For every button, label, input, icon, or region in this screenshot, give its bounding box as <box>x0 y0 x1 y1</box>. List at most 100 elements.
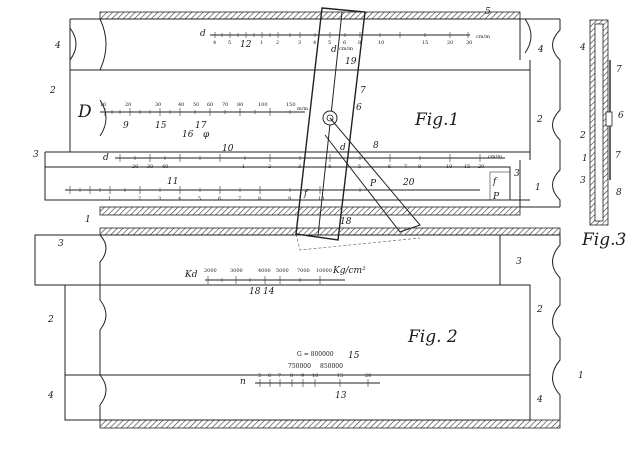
svg-text:6: 6 <box>268 373 271 379</box>
svg-text:5: 5 <box>328 40 331 46</box>
svg-text:2: 2 <box>276 40 279 46</box>
fig1-D-scale-ticks <box>104 108 291 116</box>
fig1-ref-10: 10 <box>222 144 234 154</box>
svg-text:30: 30 <box>466 40 472 46</box>
fig3-knob <box>605 111 613 127</box>
figure-2: Fig. 2 3 2 4 1 2 3 4 13 14 15 18 Kd 2000… <box>34 227 584 429</box>
fig2-kd-unit: Kg/cm² <box>332 266 366 276</box>
fig2-right-scallops <box>552 235 561 420</box>
fig1-letter-phi: φ <box>203 130 210 140</box>
fig2-kd-scale-ticks <box>207 276 321 284</box>
fig1-dashed-guide <box>295 233 421 251</box>
fig2-n-scale-labels: 5 6 7 8 9 10 15 20 <box>258 373 371 379</box>
fig1-ref-18: 18 <box>340 217 352 227</box>
figure-1: Fig.1 4 2 3 1 5 4 2 3 1 6 7 8 9 10 11 12… <box>33 7 561 251</box>
figure-3: Fig.3 4 7 6 2 1 7 3 8 <box>579 19 626 250</box>
fig2-ref-18: 18 <box>249 287 261 297</box>
svg-text:5: 5 <box>198 196 201 202</box>
fig1-ref-7: 7 <box>360 86 366 96</box>
svg-text:40: 40 <box>162 164 168 170</box>
fig1-ref-2-right: 2 <box>536 115 543 125</box>
svg-text:15: 15 <box>422 40 428 46</box>
svg-text:4000: 4000 <box>258 268 271 274</box>
svg-text:1: 1 <box>242 164 245 170</box>
fig1-ref-9: 9 <box>123 121 129 131</box>
fig1-lower-slide-bar <box>44 166 511 201</box>
svg-text:4: 4 <box>178 196 181 202</box>
fig1-ref-3-right: 3 <box>514 169 520 179</box>
fig1-right-scallops <box>552 19 561 207</box>
svg-text:8: 8 <box>290 373 293 379</box>
svg-text:40: 40 <box>178 102 184 108</box>
svg-text:7000: 7000 <box>297 268 310 274</box>
fig2-top-hatched-rail <box>99 227 561 236</box>
fig1-letter-fs-left: f <box>303 189 309 199</box>
fig1-ref-15: 15 <box>155 121 167 131</box>
fig1-letter-d-cursor2: d <box>340 143 346 153</box>
fig3-ref-1: 1 <box>582 154 588 164</box>
fig1-mid-scale-ticks <box>119 154 481 162</box>
svg-text:2: 2 <box>268 164 271 170</box>
fig2-ref-13: 13 <box>335 391 347 401</box>
fig2-left-scallops <box>99 234 107 420</box>
fig3-inner-strip <box>594 23 604 222</box>
svg-text:3: 3 <box>298 164 301 170</box>
svg-text:2000: 2000 <box>204 268 217 274</box>
fig3-ref-3: 3 <box>580 176 586 186</box>
fig1-ref-5: 5 <box>485 7 491 17</box>
fig2-n-label: n <box>240 377 246 387</box>
fig3-ref-2: 2 <box>579 131 586 141</box>
fig3-ref-8: 8 <box>616 188 622 198</box>
fig2-lower-slide <box>64 374 531 421</box>
fig1-left-scallop-body <box>99 99 107 137</box>
svg-text:5: 5 <box>358 164 361 170</box>
svg-text:1: 1 <box>108 196 111 202</box>
svg-text:50: 50 <box>193 102 199 108</box>
fig2-middle-body <box>64 284 531 376</box>
fig2-kd-label: Kd <box>184 270 198 280</box>
fig1-ref-12: 12 <box>240 40 252 50</box>
fig2-ref-2-left: 2 <box>47 315 54 325</box>
fig1-top-hatched-rail <box>99 11 521 20</box>
fig1-ref-19: 19 <box>345 57 357 67</box>
fig1-ref-4-left: 4 <box>54 41 61 51</box>
svg-text:cm/m: cm/m <box>476 34 490 40</box>
svg-text:3: 3 <box>158 196 161 202</box>
fig2-left-outline <box>34 234 560 285</box>
fig1-ref-20: 20 <box>402 178 415 188</box>
svg-text:10: 10 <box>318 196 324 202</box>
fig2-ref-4-right: 4 <box>536 395 543 405</box>
fig2-title: Fig. 2 <box>407 327 458 347</box>
fig1-low-scale-labels: 1 2 3 4 5 6 7 8 9 10 <box>108 196 324 202</box>
svg-text:6: 6 <box>388 164 391 170</box>
svg-text:20: 20 <box>365 373 371 379</box>
svg-text:4: 4 <box>213 40 216 46</box>
svg-text:9: 9 <box>301 373 304 379</box>
svg-text:1: 1 <box>260 40 263 46</box>
fig2-kd-scale-labels: 2000 3000 4000 5000 7000 10000 <box>204 268 332 274</box>
svg-text:15: 15 <box>464 164 470 170</box>
svg-text:20: 20 <box>132 164 138 170</box>
fig3-ref-6: 6 <box>618 111 624 121</box>
fig2-ref-4-left: 4 <box>47 391 54 401</box>
fig1-title: Fig.1 <box>414 110 459 130</box>
fig2-ref-1-right: 1 <box>578 371 584 381</box>
svg-text:3000: 3000 <box>230 268 243 274</box>
fig2-p-label2: 850000 <box>320 363 343 370</box>
fig2-ref-3-right: 3 <box>516 257 522 267</box>
svg-text:10000: 10000 <box>316 268 332 274</box>
svg-text:10: 10 <box>100 102 106 108</box>
fig1-bottom-hatched-rail <box>99 206 521 216</box>
svg-text:7: 7 <box>278 373 281 379</box>
fig1-ref-8: 8 <box>373 141 379 151</box>
fig2-ref-3-left: 3 <box>58 239 64 249</box>
svg-text:20: 20 <box>125 102 131 108</box>
fig2-ref-14: 14 <box>263 287 275 297</box>
svg-text:7: 7 <box>404 164 407 170</box>
svg-text:cm/m: cm/m <box>488 154 502 160</box>
fig1-right-edge <box>519 19 531 207</box>
svg-text:10: 10 <box>378 40 384 46</box>
fig1-letter-P-cursor: P <box>369 179 377 189</box>
fig3-title: Fig.3 <box>581 230 626 250</box>
fig2-n-scale-ticks <box>259 379 369 387</box>
